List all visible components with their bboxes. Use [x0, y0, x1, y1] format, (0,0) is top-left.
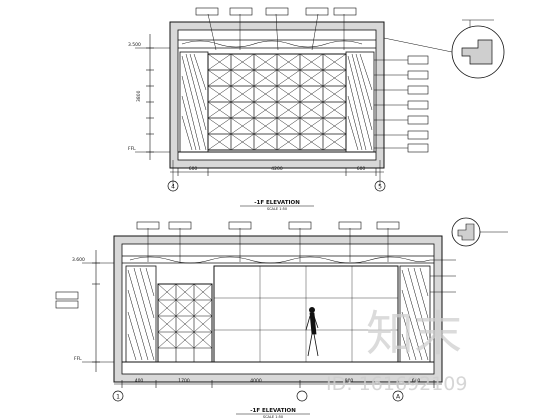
bottom-grid-right: A	[396, 394, 401, 401]
top-elevation-scale: SCALE 1:50	[267, 207, 287, 211]
top-height-dim: 3800	[136, 90, 142, 102]
bottom-dim-5: 900	[345, 378, 354, 384]
top-grid-right: 5	[378, 184, 382, 191]
top-level-mark: 3.500	[128, 42, 141, 48]
bottom-dim-2: 1700	[178, 378, 190, 384]
top-dim-3: 4200	[271, 166, 283, 172]
bottom-dim-6: 600	[412, 378, 421, 384]
bottom-level-mark: 3.600	[72, 257, 85, 263]
top-elevation-title: -1F ELEVATION	[254, 200, 300, 206]
bottom-elevation-text: 1 A 3.600 FFL 400 1700 4000 900 600 -1F …	[72, 257, 420, 419]
top-ffl-mark: FFL	[128, 146, 136, 152]
bottom-grid-left: 1	[116, 394, 120, 401]
bottom-ffl-mark: FFL	[74, 356, 82, 362]
bottom-dim-4: 4000	[250, 378, 262, 384]
top-dim-1: 600	[189, 166, 198, 172]
watermark-logo-text: 知末	[366, 306, 462, 362]
top-elevation-text: 4 5 3.500 3800 FFL 600 4200 600 -1F ELEV…	[128, 42, 382, 211]
top-dim-5: 600	[357, 166, 366, 172]
bottom-elevation-title: -1F ELEVATION	[250, 408, 296, 414]
top-elevation	[135, 7, 505, 192]
bottom-elevation-scale: SCALE 1:50	[263, 415, 283, 419]
bottom-dim-1: 400	[135, 378, 144, 384]
watermark-id: ID: 161692109	[326, 373, 467, 395]
top-grid-left: 4	[171, 184, 175, 191]
bottom-elevation	[55, 217, 508, 402]
watermark: 知末 ID: 161692109	[326, 306, 467, 395]
